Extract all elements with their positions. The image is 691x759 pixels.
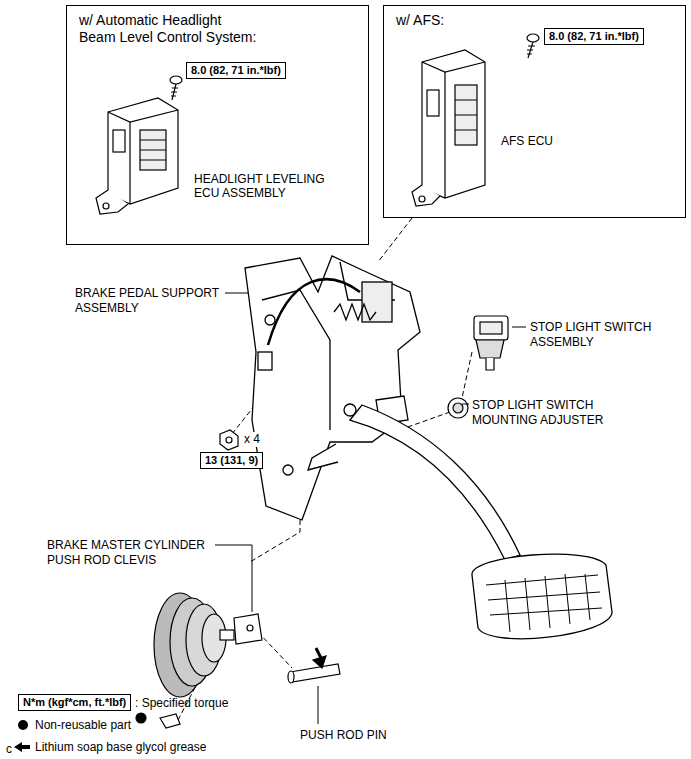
variant-heading: w/ AFS: [396, 12, 596, 29]
part-label: STOP LIGHT SWITCH MOUNTING ADJUSTER [472, 398, 617, 428]
clip [136, 713, 180, 728]
part-label: BRAKE MASTER CYLINDER PUSH ROD CLEVIS [47, 538, 215, 568]
afs-ecu [412, 50, 485, 206]
screw [527, 34, 539, 58]
headlight-leveling-ecu [96, 98, 178, 214]
torque-box: 8.0 (82, 71 in.*lbf) [186, 62, 286, 79]
master-cylinder-boot [154, 593, 262, 697]
quantity-label: x 4 [244, 432, 260, 447]
torque-value: 8.0 (82, 71 in.*lbf) [549, 30, 639, 42]
part-name: AFS ECU [501, 134, 601, 148]
legend-text: Non-reusable part [35, 718, 131, 732]
brake-pedal [308, 405, 612, 639]
leader-line [212, 293, 526, 724]
variant-box: w/ Automatic Headlight Beam Level Contro… [66, 5, 369, 245]
part-name: HEADLIGHT LEVELING ECU ASSEMBLY [194, 172, 344, 201]
nut [220, 430, 238, 450]
part-label: STOP LIGHT SWITCH ASSEMBLY [530, 320, 660, 350]
brake-pedal-support [245, 256, 420, 520]
part-label: BRAKE PEDAL SUPPORT ASSEMBLY [75, 286, 225, 316]
legend-text: Lithium soap base glycol grease [35, 740, 206, 754]
torque-box: 13 (131, 9) [200, 452, 263, 469]
part-label: PUSH ROD PIN [300, 728, 387, 743]
push-rod-pin [288, 648, 340, 683]
screw [170, 76, 182, 100]
variant-box: w/ AFS: AFS ECU 8.0 (82, 71 in.*lbf) [383, 5, 686, 218]
legend-torque-box: N*m (kgf*cm, ft.*lbf) [18, 694, 131, 711]
legend-text: : Specified torque [135, 696, 228, 710]
legend-sample [14, 720, 30, 752]
torque-value: N*m (kgf*cm, ft.*lbf) [23, 696, 126, 708]
torque-box: 8.0 (82, 71 in.*lbf) [544, 28, 644, 45]
torque-value: 8.0 (82, 71 in.*lbf) [191, 64, 281, 76]
stop-light-switch-adjuster [448, 398, 468, 418]
variant-heading: w/ Automatic Headlight Beam Level Contro… [79, 12, 260, 46]
torque-value: 13 (131, 9) [205, 454, 258, 466]
stop-light-switch [474, 316, 508, 370]
figure-code: c [6, 742, 12, 757]
